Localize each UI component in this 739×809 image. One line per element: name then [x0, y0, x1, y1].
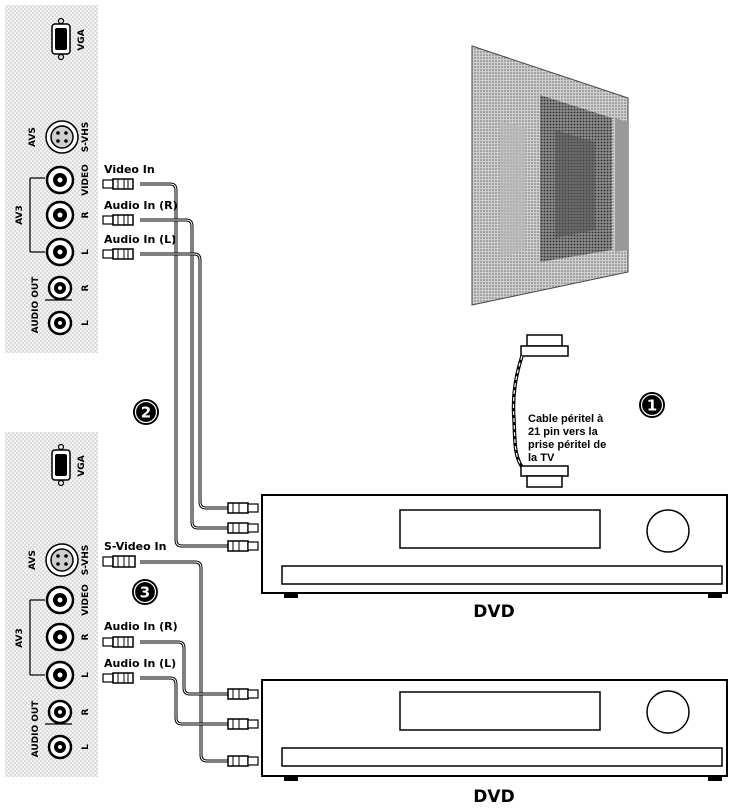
svhs-port-icon — [45, 120, 79, 154]
audio-out-label: AUDIO OUT — [31, 700, 41, 758]
label-audio-in-r-top: Audio In (R) — [104, 199, 178, 212]
cable-svideo-in-bottom — [140, 560, 230, 763]
audio-out-label: AUDIO OUT — [31, 276, 41, 334]
video-label: VIDEO — [81, 584, 91, 616]
label-audio-in-l-bottom: Audio In (L) — [104, 657, 176, 670]
plugs-dvd-bottom — [227, 688, 259, 767]
audio-out-l-jack[interactable] — [47, 734, 73, 760]
cable-audio-in-l-bottom — [140, 676, 230, 726]
label-audio-in-r-bottom: Audio In (R) — [104, 620, 178, 633]
tv-back-illustration — [471, 45, 629, 306]
vga-port-icon — [51, 17, 71, 61]
svideo-plug-bottom — [102, 555, 136, 568]
dvd-player-top — [261, 494, 728, 598]
audio-r-jack[interactable] — [45, 200, 75, 230]
rca-plug-video-top — [102, 178, 134, 190]
dvd-label-bottom: DVD — [473, 787, 514, 807]
step-marker-3: 3 — [132, 579, 158, 605]
step-marker-1: 1 — [639, 392, 665, 418]
svg-text:3: 3 — [140, 584, 150, 602]
video-jack[interactable] — [45, 585, 75, 615]
r-label: R — [81, 633, 91, 640]
cable-audio-in-l-top — [140, 252, 230, 510]
scart-cable-label: Cable péritel à 21 pin vers la prise pér… — [528, 413, 609, 464]
l-label: L — [81, 672, 91, 678]
cable-audio-in-r-bottom — [140, 640, 230, 696]
video-jack[interactable] — [45, 165, 75, 195]
label-svideo-in-bottom: S-Video In — [104, 540, 166, 553]
audio-out-l-label: L — [81, 744, 91, 750]
audio-out-r-jack[interactable] — [47, 699, 73, 725]
bottom-connector-panel: VGA AVS S-VHS AV3 VIDEO R L — [5, 432, 98, 777]
video-label: VIDEO — [81, 164, 91, 196]
svg-text:2: 2 — [141, 404, 151, 422]
dvd-player-bottom — [261, 679, 728, 781]
rca-plugs-dvd-top — [227, 502, 259, 552]
dvd-label-top: DVD — [473, 602, 514, 622]
l-label: L — [81, 249, 91, 255]
audio-out-r-label: R — [81, 708, 91, 715]
audio-out-l-label: L — [81, 320, 91, 326]
r-label: R — [81, 211, 91, 218]
audio-out-l-jack[interactable] — [47, 310, 73, 336]
av3-label: AV3 — [15, 205, 25, 225]
audio-out-r-label: R — [81, 284, 91, 291]
avs-label: AVS — [28, 127, 38, 147]
svg-text:1: 1 — [647, 397, 657, 415]
label-video-in-top: Video In — [104, 163, 155, 176]
audio-out-r-jack[interactable] — [47, 275, 73, 301]
av3-label: AV3 — [15, 628, 25, 648]
rca-plug-audio-l-bottom — [102, 672, 134, 684]
vga-port-icon — [51, 443, 71, 487]
audio-l-jack[interactable] — [45, 237, 75, 267]
top-connector-panel: VGA AVS S-VHS AV3 VIDEO R L — [5, 5, 98, 353]
audio-l-jack[interactable] — [45, 660, 75, 690]
avs-label: AVS — [28, 550, 38, 570]
svhs-label: S-VHS — [81, 122, 91, 153]
vga-label: VGA — [77, 29, 87, 50]
rca-plug-audio-l-top — [102, 248, 134, 260]
cable-audio-in-r-top — [140, 218, 230, 530]
vga-label: VGA — [77, 455, 87, 476]
svhs-label: S-VHS — [81, 545, 91, 576]
label-audio-in-l-top: Audio In (L) — [104, 233, 176, 246]
audio-r-jack[interactable] — [45, 622, 75, 652]
step-marker-2: 2 — [133, 399, 159, 425]
rca-plug-audio-r-top — [102, 214, 134, 226]
rca-plug-audio-r-bottom — [102, 636, 134, 648]
scart-cable — [511, 334, 569, 488]
svhs-port-icon — [45, 543, 79, 577]
cable-video-in-top — [140, 182, 230, 548]
